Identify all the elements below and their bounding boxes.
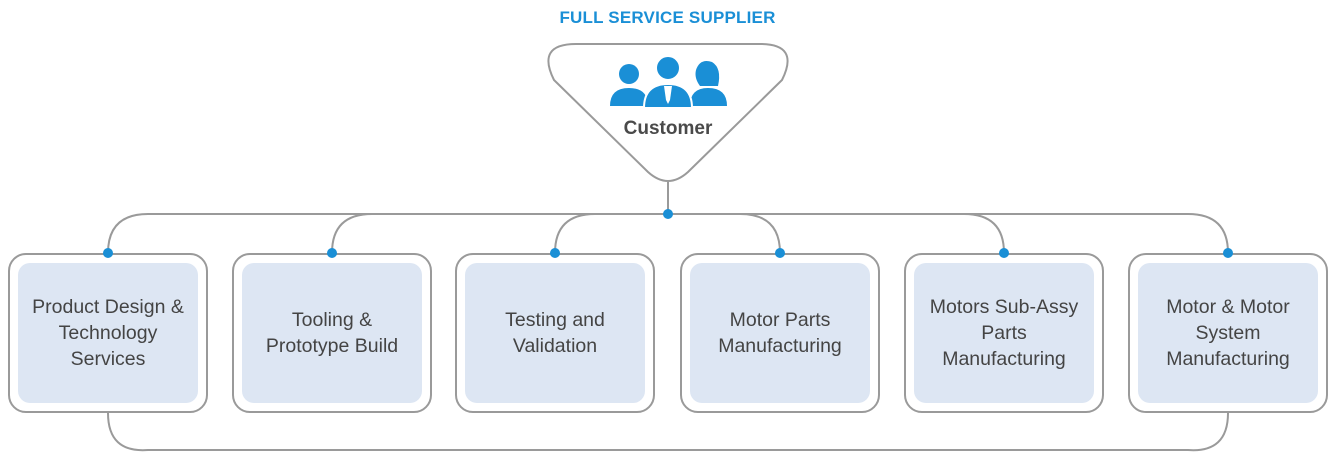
customer-label: Customer <box>623 118 713 139</box>
junction-dot-5 <box>999 248 1009 258</box>
diagram-title: FULL SERVICE SUPPLIER <box>559 8 776 27</box>
service-label: Testing and Validation <box>505 309 605 357</box>
service-box-fill: Testing and Validation <box>465 263 645 403</box>
service-label: Product Design & Technology Services <box>32 296 184 370</box>
service-box-motor-parts: Motor Parts Manufacturing <box>680 253 880 413</box>
service-label: Motors Sub-Assy Parts Manufacturing <box>929 296 1079 370</box>
service-label: Motor & Motor System Manufacturing <box>1166 296 1290 370</box>
junction-dot-center <box>663 209 673 219</box>
service-box-motor-system: Motor & Motor System Manufacturing <box>1128 253 1328 413</box>
service-box-fill: Motor Parts Manufacturing <box>690 263 870 403</box>
junction-dot-1 <box>103 248 113 258</box>
junction-dot-6 <box>1223 248 1233 258</box>
service-box-product-design: Product Design & Technology Services <box>8 253 208 413</box>
service-label: Tooling & Prototype Build <box>265 309 399 357</box>
service-label: Motor Parts Manufacturing <box>718 309 842 357</box>
service-box-tooling: Tooling & Prototype Build <box>232 253 432 413</box>
service-box-fill: Product Design & Technology Services <box>18 263 198 403</box>
junction-dot-4 <box>775 248 785 258</box>
customers-group-icon <box>610 55 727 109</box>
service-box-testing: Testing and Validation <box>455 253 655 413</box>
service-box-fill: Tooling & Prototype Build <box>242 263 422 403</box>
service-box-fill: Motor & Motor System Manufacturing <box>1138 263 1318 403</box>
service-box-fill: Motors Sub-Assy Parts Manufacturing <box>914 263 1094 403</box>
service-box-sub-assy: Motors Sub-Assy Parts Manufacturing <box>904 253 1104 413</box>
junction-dot-2 <box>327 248 337 258</box>
junction-dot-3 <box>550 248 560 258</box>
customer-shield <box>547 43 789 182</box>
